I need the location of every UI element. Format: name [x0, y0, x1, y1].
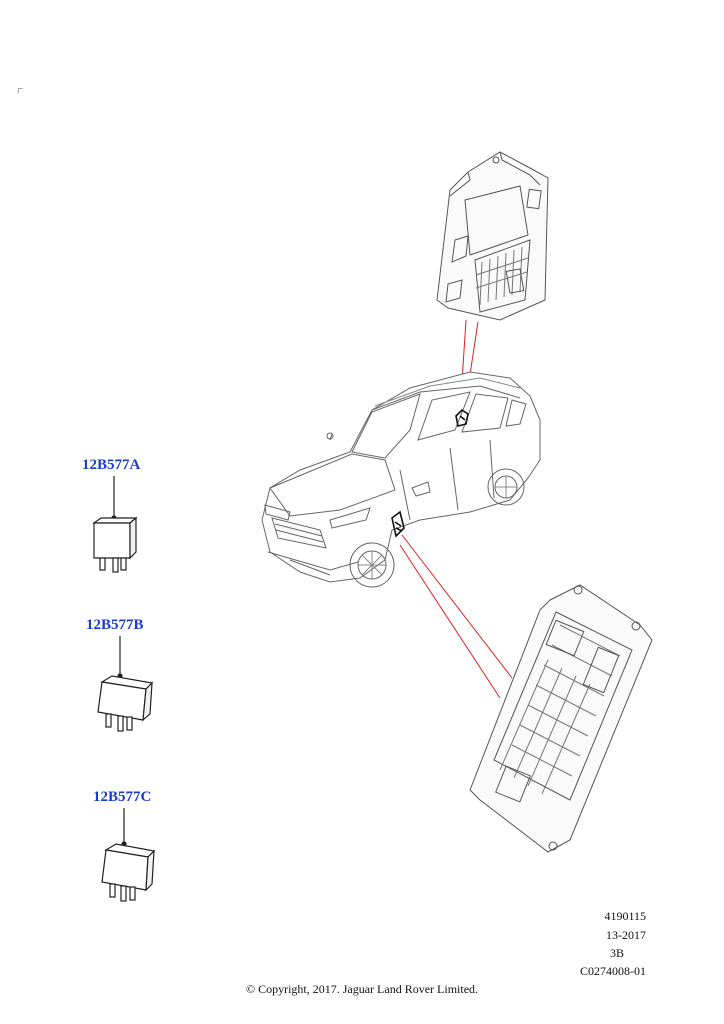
module-location-lower[interactable]	[391, 510, 405, 538]
callout-12b577c[interactable]: 12B577C	[93, 789, 152, 805]
callout-12b577a[interactable]: 12B577A	[82, 457, 141, 473]
info-line-4: C0274008-01	[580, 964, 646, 978]
corner-mark-top-left	[18, 88, 23, 93]
copyright-notice: © Copyright, 2017. Jaguar Land Rover Lim…	[245, 982, 479, 996]
relay-12b577a[interactable]	[92, 476, 138, 573]
upper-control-module[interactable]	[436, 151, 549, 321]
callout-12b577b[interactable]: 12B577B	[86, 617, 144, 633]
module-location-upper[interactable]	[455, 408, 469, 427]
info-line-2: 13-2017	[606, 928, 646, 942]
info-line-3: 3B	[609, 946, 624, 960]
lower-fuse-box-module[interactable]	[469, 584, 653, 853]
info-line-1: 4190115	[604, 909, 646, 923]
vehicle-outline[interactable]	[261, 371, 541, 588]
relay-12b577c[interactable]	[101, 808, 156, 902]
relay-12b577b[interactable]	[97, 636, 154, 732]
